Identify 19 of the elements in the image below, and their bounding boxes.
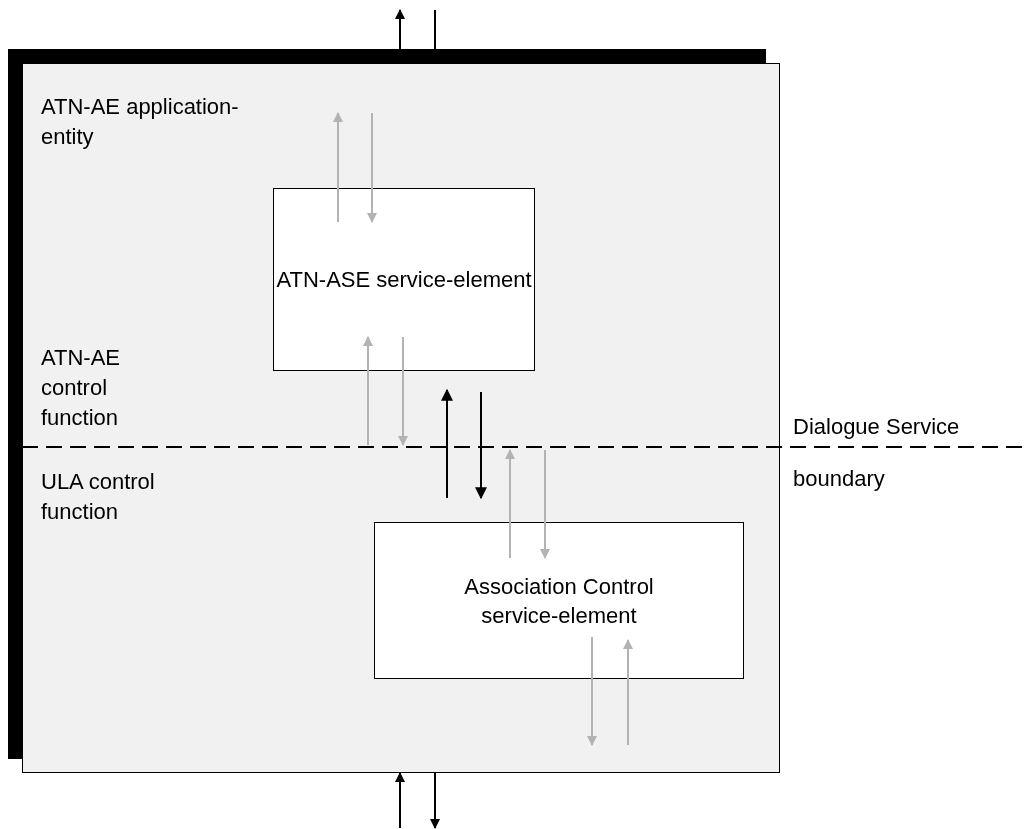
arrow (540, 449, 550, 559)
arrow (430, 772, 440, 829)
arrow (333, 112, 343, 223)
box-label: ATN-AE control function (41, 344, 122, 432)
arrow (398, 336, 408, 446)
service-element-box (273, 188, 535, 371)
box-label: ATN-AE application-entity (41, 93, 240, 151)
service-element-box (374, 522, 744, 679)
arrow (505, 449, 515, 559)
box-label: Association Control service-element (463, 572, 655, 630)
arrow (395, 772, 405, 829)
arrow (367, 112, 377, 223)
boundary-label: boundary (793, 465, 885, 493)
box-label: ATN-ASE service-element (276, 266, 532, 294)
box-label: ULA control function (41, 468, 156, 526)
arrow (623, 639, 633, 746)
arrow (363, 336, 373, 446)
arrow (587, 636, 597, 746)
boundary-label: Dialogue Service (793, 413, 960, 441)
